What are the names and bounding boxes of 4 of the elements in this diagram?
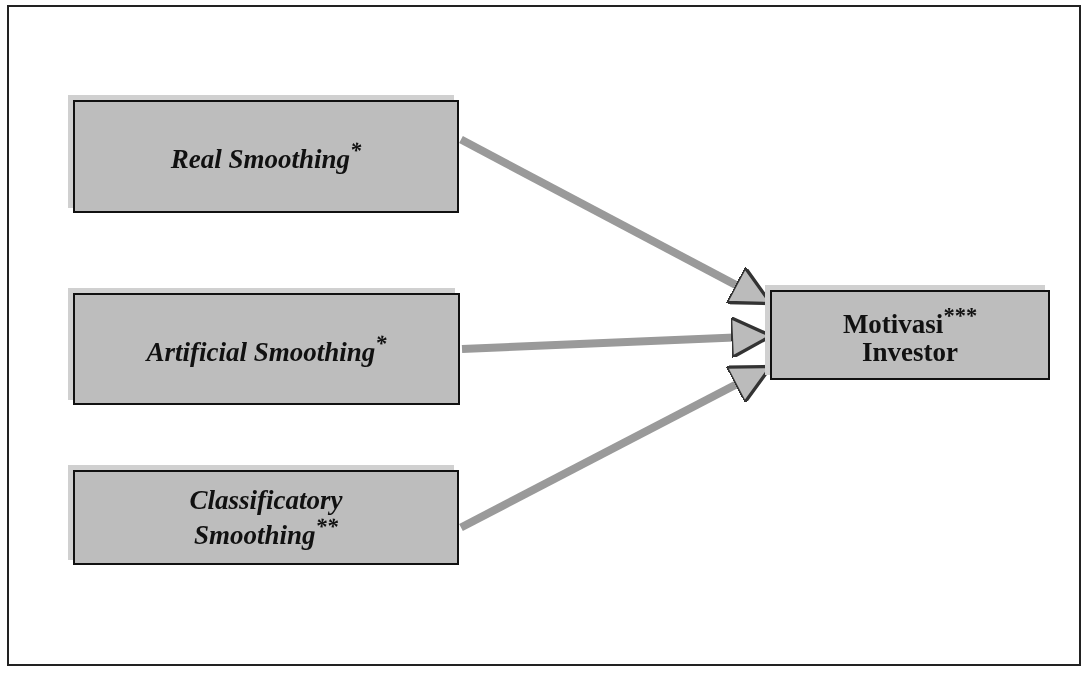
variable-label: Artificial Smoothing$^{*}$: [146, 331, 387, 367]
variable-label: Classificatory Smoothing$^{**}$: [188, 486, 344, 549]
variable-label: Motivasi$^{***}$ Investor: [841, 303, 979, 367]
variable-label: Real Smoothing$^{*}$: [170, 139, 362, 174]
